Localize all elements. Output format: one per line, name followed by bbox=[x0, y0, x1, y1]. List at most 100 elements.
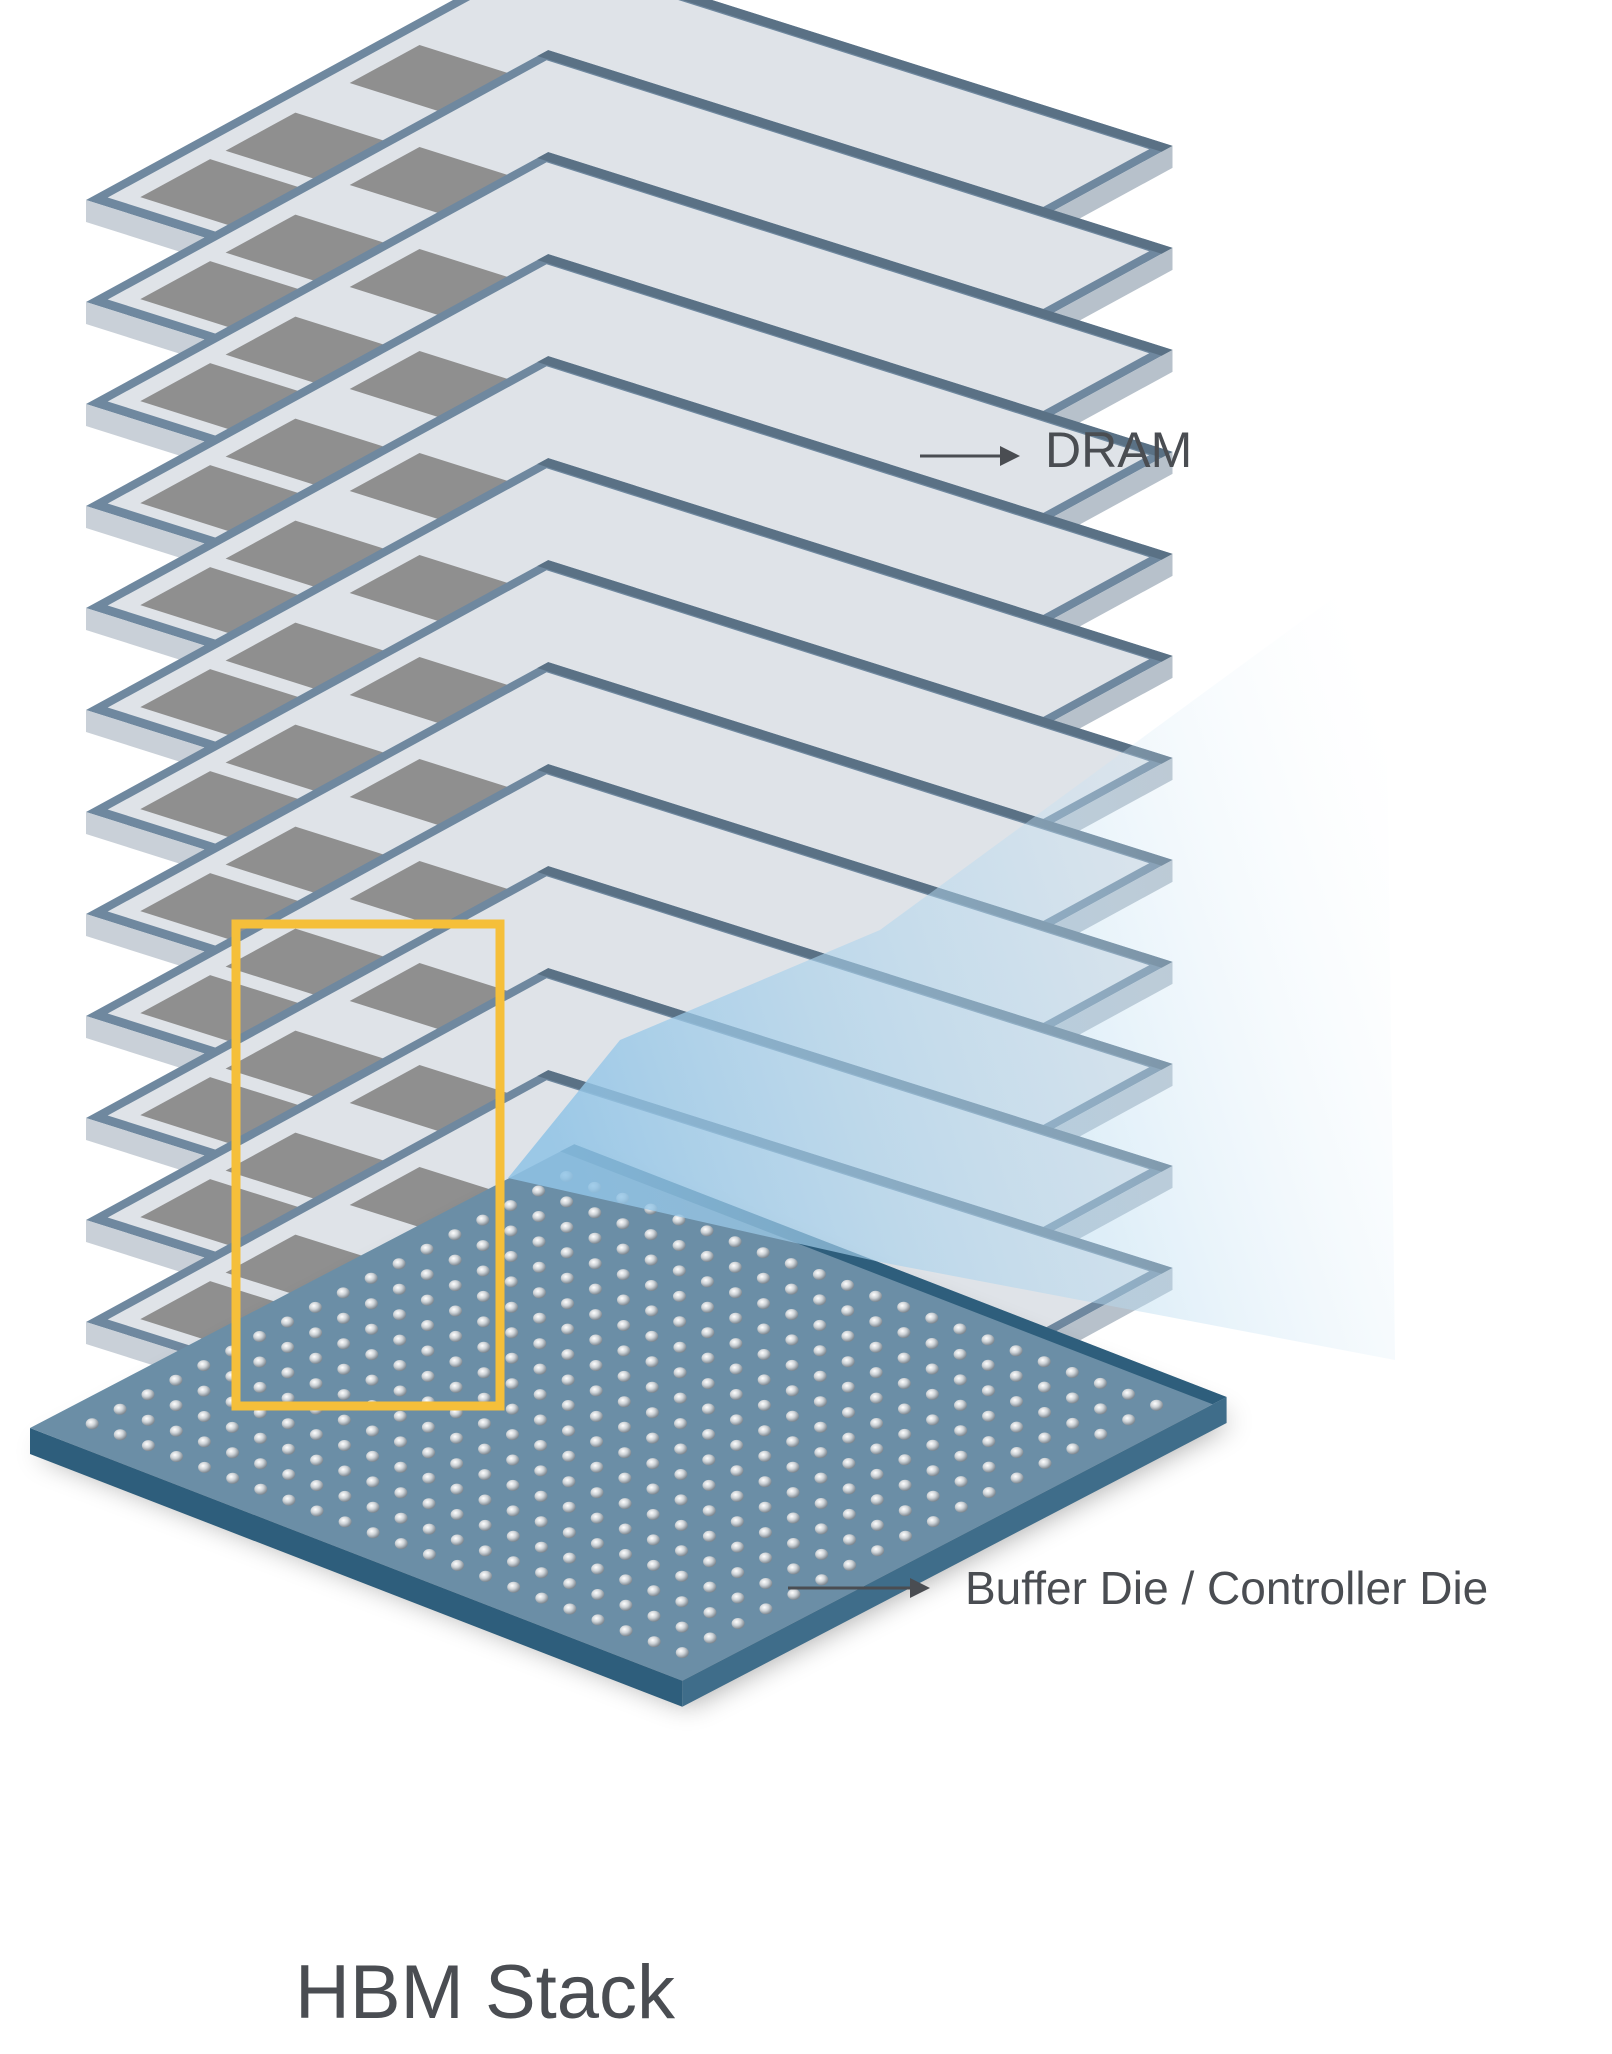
micro-bump bbox=[786, 1512, 800, 1524]
micro-bump bbox=[1010, 1421, 1024, 1433]
micro-bump bbox=[673, 1290, 686, 1302]
micro-bump bbox=[926, 1439, 940, 1451]
micro-bump bbox=[448, 1229, 462, 1241]
micro-bump bbox=[365, 1374, 379, 1386]
micro-bump bbox=[954, 1450, 968, 1462]
micro-bump bbox=[700, 1250, 714, 1262]
micro-bump bbox=[785, 1359, 799, 1371]
micro-bump bbox=[338, 1516, 352, 1528]
micro-bump bbox=[589, 1410, 603, 1422]
micro-bump bbox=[926, 1414, 940, 1426]
micro-bump bbox=[449, 1305, 462, 1317]
micro-bump bbox=[674, 1494, 688, 1506]
micro-bump bbox=[505, 1301, 518, 1313]
micro-bump bbox=[336, 1287, 350, 1299]
micro-bump bbox=[869, 1316, 883, 1328]
magnify-beam bbox=[508, 560, 1395, 1360]
die-back-rim bbox=[537, 458, 1173, 662]
magnify-beam-cone bbox=[508, 560, 1395, 1360]
micro-bump bbox=[757, 1374, 771, 1386]
micro-bump bbox=[981, 1334, 995, 1346]
micro-bump bbox=[730, 1414, 743, 1426]
micro-bump bbox=[1037, 1356, 1051, 1368]
micro-bump bbox=[674, 1519, 688, 1531]
micro-bump bbox=[394, 1512, 408, 1524]
micro-bump bbox=[422, 1549, 436, 1560]
micro-bump bbox=[814, 1447, 828, 1459]
micro-bump bbox=[672, 1265, 686, 1277]
micro-bump bbox=[757, 1298, 771, 1310]
micro-bump bbox=[758, 1476, 772, 1488]
micro-bump bbox=[591, 1563, 605, 1575]
micro-bump bbox=[421, 1320, 435, 1331]
micro-bump bbox=[365, 1425, 379, 1437]
micro-bump bbox=[617, 1320, 631, 1331]
micro-bump bbox=[338, 1465, 352, 1477]
micro-bump bbox=[785, 1385, 799, 1397]
micro-bump bbox=[560, 1272, 574, 1284]
micro-bump bbox=[646, 1432, 660, 1444]
micro-bump bbox=[701, 1301, 715, 1313]
micro-bump bbox=[646, 1509, 660, 1520]
micro-bump bbox=[478, 1494, 492, 1506]
micro-bump bbox=[141, 1414, 155, 1426]
die-back-rim bbox=[537, 356, 1173, 560]
micro-bump bbox=[562, 1425, 575, 1437]
die-back-rim bbox=[537, 50, 1173, 254]
micro-bump bbox=[814, 1472, 828, 1484]
micro-bump bbox=[478, 1443, 492, 1455]
base-side-face bbox=[682, 1397, 1227, 1707]
micro-bump bbox=[366, 1450, 380, 1462]
micro-bump bbox=[925, 1312, 939, 1324]
micro-bump bbox=[730, 1516, 744, 1528]
micro-bump bbox=[310, 1505, 324, 1517]
micro-bump bbox=[589, 1385, 603, 1397]
micro-bump bbox=[756, 1247, 770, 1259]
micro-bump bbox=[588, 1232, 602, 1244]
micro-bump bbox=[1122, 1414, 1136, 1426]
micro-bump bbox=[1010, 1396, 1023, 1408]
micro-bump bbox=[562, 1527, 576, 1539]
micro-bump bbox=[477, 1367, 491, 1379]
micro-bump bbox=[563, 1578, 577, 1590]
micro-bump bbox=[534, 1516, 548, 1528]
micro-bump bbox=[532, 1211, 546, 1222]
micro-bump bbox=[645, 1407, 659, 1419]
micro-bump bbox=[562, 1501, 576, 1513]
buffer-label: Buffer Die / Controller Die bbox=[965, 1562, 1488, 1614]
micro-bump bbox=[898, 1479, 912, 1491]
micro-bump bbox=[869, 1392, 883, 1404]
micro-bump bbox=[532, 1236, 546, 1248]
micro-bump bbox=[197, 1411, 211, 1422]
micro-bump bbox=[309, 1327, 323, 1339]
micro-bump bbox=[254, 1483, 268, 1495]
micro-bump bbox=[532, 1185, 546, 1197]
micro-bump bbox=[476, 1265, 490, 1277]
micro-bump bbox=[1009, 1370, 1023, 1382]
micro-bump bbox=[619, 1574, 633, 1586]
micro-bump bbox=[841, 1356, 855, 1368]
micro-bump bbox=[448, 1280, 462, 1292]
micro-bump bbox=[506, 1505, 520, 1517]
micro-bump bbox=[421, 1345, 435, 1357]
micro-bump bbox=[702, 1429, 716, 1440]
micro-bump bbox=[449, 1356, 463, 1368]
micro-bump bbox=[506, 1530, 520, 1542]
micro-bump bbox=[813, 1319, 827, 1331]
micro-bump bbox=[561, 1349, 575, 1361]
micro-bump bbox=[309, 1378, 323, 1390]
micro-bump bbox=[756, 1272, 770, 1284]
micro-bump bbox=[617, 1396, 631, 1408]
micro-bump bbox=[702, 1454, 716, 1466]
micro-bump bbox=[786, 1461, 800, 1473]
micro-bump bbox=[1009, 1345, 1023, 1357]
micro-bump bbox=[647, 1636, 661, 1648]
micro-bump bbox=[869, 1367, 883, 1379]
micro-bump bbox=[702, 1530, 716, 1542]
micro-bump bbox=[925, 1388, 939, 1400]
micro-bump bbox=[588, 1258, 602, 1270]
micro-bump bbox=[786, 1436, 800, 1448]
micro-bump bbox=[954, 1476, 968, 1488]
micro-bump bbox=[421, 1421, 435, 1433]
micro-bump bbox=[953, 1348, 967, 1360]
